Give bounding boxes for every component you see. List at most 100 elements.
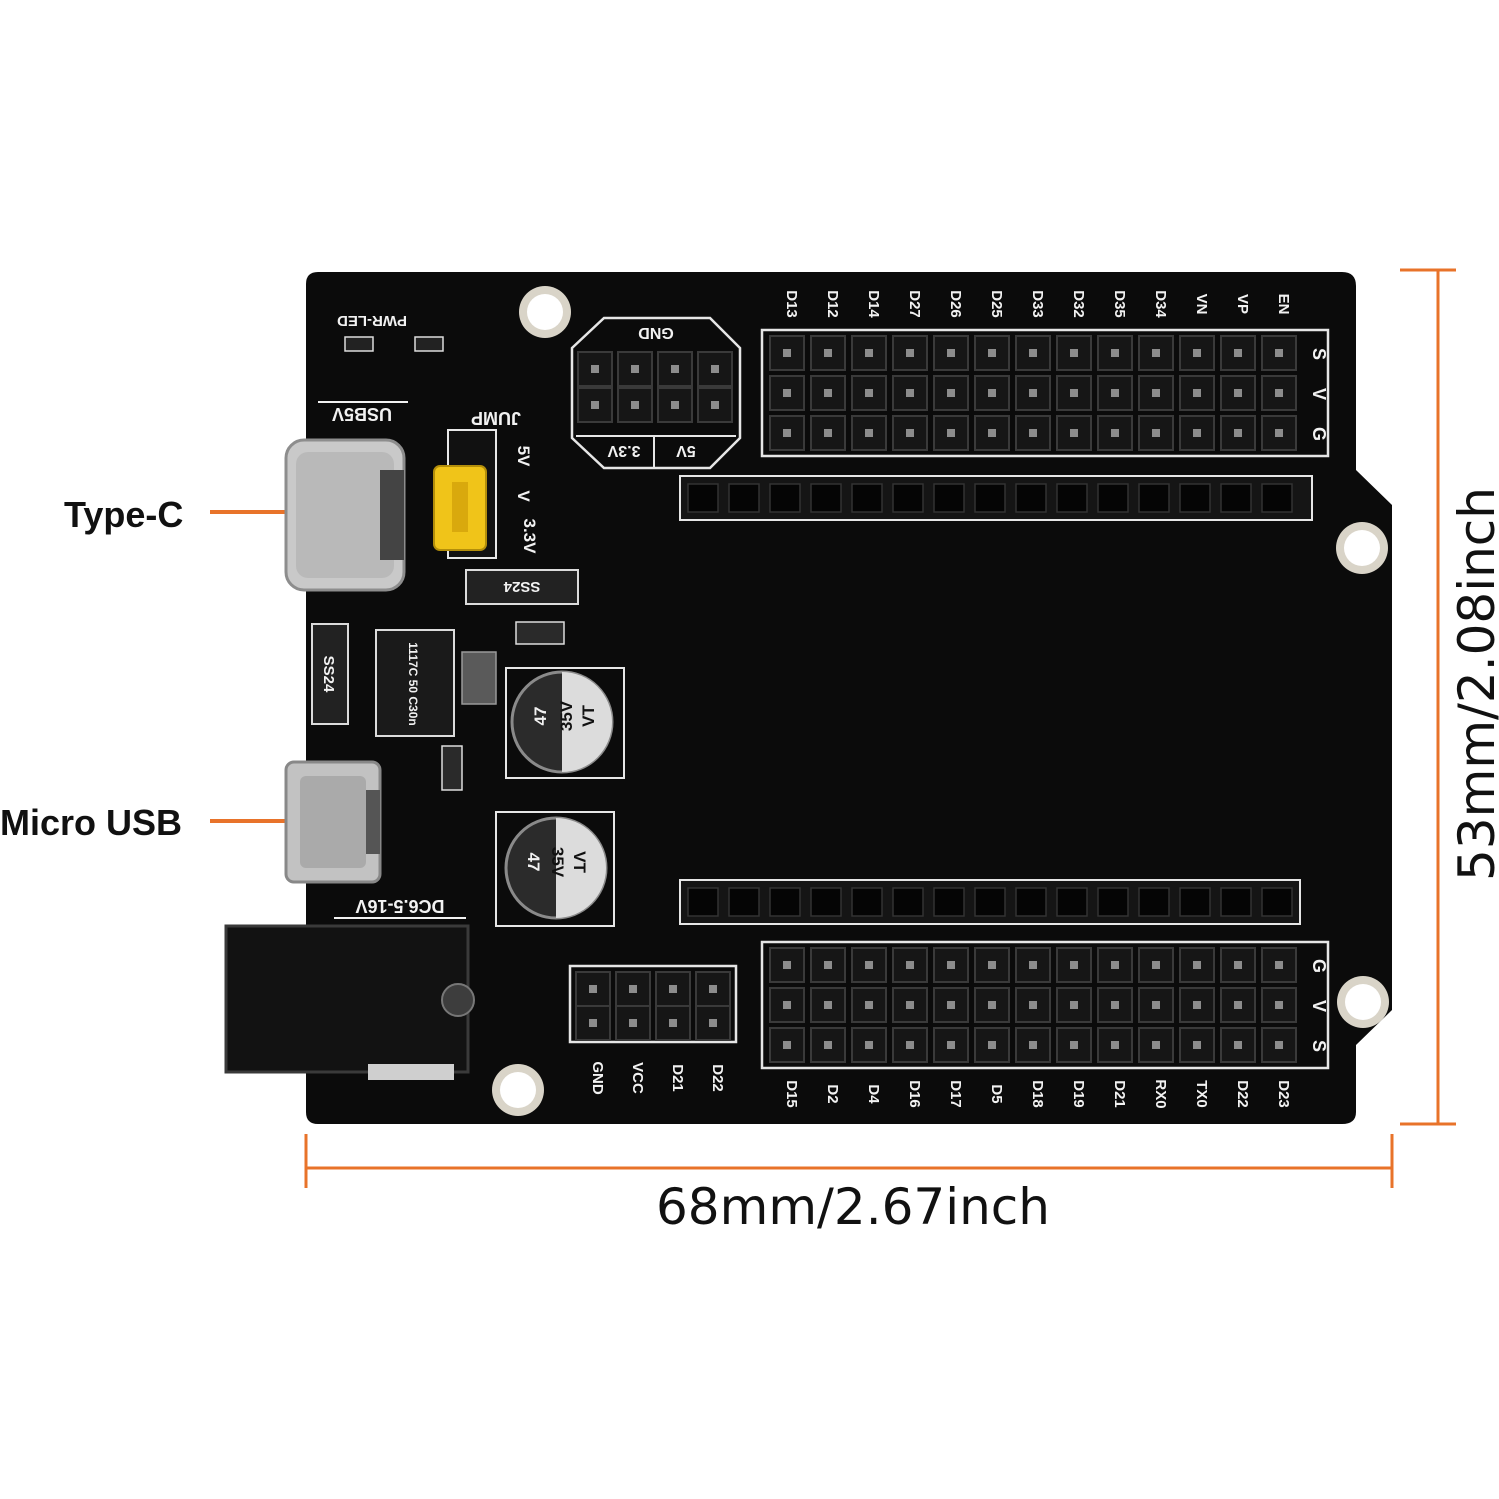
top-pin-d34-1[interactable] xyxy=(1138,375,1174,411)
top-pin-d34-0-pad xyxy=(1152,349,1160,357)
jump-5v-label: 5V xyxy=(514,446,533,467)
top-socket-hole[interactable] xyxy=(933,483,965,513)
aux-pin-vcc-0-pad xyxy=(629,985,637,993)
top-socket-hole[interactable] xyxy=(1261,483,1293,513)
bottom-pin-d18-1[interactable] xyxy=(1015,987,1051,1023)
bottom-pin-d22-2-pad xyxy=(1234,1041,1242,1049)
bottom-pin-d22-1-pad xyxy=(1234,1001,1242,1009)
top-pin-d14-2[interactable] xyxy=(851,415,887,451)
bottom-socket-hole[interactable] xyxy=(1220,887,1252,917)
bottom-pin-d19-2-pad xyxy=(1070,1041,1078,1049)
bottom-pin-d5-1-pad xyxy=(988,1001,996,1009)
top-pin-vn-0-pad xyxy=(1193,349,1201,357)
bottom-pin-d17-1-pad xyxy=(947,1001,955,1009)
diode-vertical-label: SS24 xyxy=(320,656,337,693)
bottom-pin-d21-0-pad xyxy=(1111,961,1119,969)
bottom-pin-label: D15 xyxy=(783,1080,800,1108)
bottom-pin-d18-0[interactable] xyxy=(1015,947,1051,983)
bottom-socket-hole[interactable] xyxy=(933,887,965,917)
bottom-pin-label: TX0 xyxy=(1193,1080,1210,1108)
pwr-led-label: PWR-LED xyxy=(337,312,407,329)
bottom-pin-d23-1[interactable] xyxy=(1261,987,1297,1023)
bottom-pin-d4-0[interactable] xyxy=(851,947,887,983)
width-dimension-label: 68mm/2.67inch xyxy=(656,1178,1050,1236)
bottom-socket-hole[interactable] xyxy=(810,887,842,917)
top-socket-hole[interactable] xyxy=(892,483,924,513)
bottom-socket-hole[interactable] xyxy=(1179,887,1211,917)
top-socket-hole[interactable] xyxy=(810,483,842,513)
top-socket-hole[interactable] xyxy=(1179,483,1211,513)
bottom-pin-d23-1-pad xyxy=(1275,1001,1283,1009)
bottom-pin-d16-1[interactable] xyxy=(892,987,928,1023)
bottom-pin-d16-2[interactable] xyxy=(892,1027,928,1063)
bottom-row-label: V xyxy=(1309,1000,1329,1012)
bottom-pin-d19-0[interactable] xyxy=(1056,947,1092,983)
top-pin-label: D25 xyxy=(988,290,1005,318)
bottom-socket-hole[interactable] xyxy=(1261,887,1293,917)
bottom-socket-hole[interactable] xyxy=(974,887,1006,917)
top-socket-hole[interactable] xyxy=(1056,483,1088,513)
top-pin-header-frame xyxy=(760,328,1330,458)
jump-v-label: V xyxy=(514,490,533,502)
bottom-socket-hole[interactable] xyxy=(1138,887,1170,917)
aux-pin-gnd-1-pad xyxy=(589,1019,597,1027)
top-socket-hole[interactable] xyxy=(974,483,1006,513)
aux-pin-label: D21 xyxy=(669,1064,686,1092)
cap-lower-series: VT xyxy=(570,851,589,873)
top-pin-label: D12 xyxy=(824,290,841,318)
top-socket-hole[interactable] xyxy=(851,483,883,513)
aux-pin-label: VCC xyxy=(629,1062,646,1094)
top-pin-label: D26 xyxy=(947,290,964,318)
gnd-block-pin-3-0[interactable] xyxy=(697,351,733,387)
bottom-socket-hole[interactable] xyxy=(769,887,801,917)
top-pin-d33-1[interactable] xyxy=(1015,375,1051,411)
bottom-pin-d5-0-pad xyxy=(988,961,996,969)
bottom-socket-hole[interactable] xyxy=(1015,887,1047,917)
top-pin-en-1-pad xyxy=(1275,389,1283,397)
bottom-pin-label: D5 xyxy=(988,1084,1005,1103)
microusb-callout-line xyxy=(210,819,320,823)
microusb-callout-label: Micro USB xyxy=(0,802,183,843)
bottom-socket-hole[interactable] xyxy=(1097,887,1129,917)
bottom-pin-label: D4 xyxy=(865,1084,882,1104)
top-pin-d26-2[interactable] xyxy=(933,415,969,451)
top-socket-hole[interactable] xyxy=(1097,483,1129,513)
top-socket-hole[interactable] xyxy=(1220,483,1252,513)
bottom-socket-hole[interactable] xyxy=(728,887,760,917)
bottom-pin-d19-0-pad xyxy=(1070,961,1078,969)
top-row-label: V xyxy=(1309,388,1329,400)
top-socket-hole[interactable] xyxy=(1138,483,1170,513)
bottom-pin-d21-2[interactable] xyxy=(1097,1027,1133,1063)
bottom-pin-d18-2[interactable] xyxy=(1015,1027,1051,1063)
bottom-socket-hole[interactable] xyxy=(892,887,924,917)
aux-pin-d22-0-pad xyxy=(709,985,717,993)
dc-barrel-jack[interactable] xyxy=(224,924,470,1074)
bottom-pin-d16-2-pad xyxy=(906,1041,914,1049)
bottom-pin-d16-1-pad xyxy=(906,1001,914,1009)
top-socket-hole[interactable] xyxy=(728,483,760,513)
top-socket-hole[interactable] xyxy=(1015,483,1047,513)
bottom-socket-hole[interactable] xyxy=(851,887,883,917)
aux-pin-label: GND xyxy=(589,1061,606,1095)
top-pin-label: EN xyxy=(1275,294,1292,315)
top-socket-hole[interactable] xyxy=(687,483,719,513)
top-pin-vp-1[interactable] xyxy=(1220,375,1256,411)
gnd-block-pin-1-0-pad xyxy=(631,365,639,373)
diode-horizontal-label: SS24 xyxy=(503,578,540,595)
bottom-socket-hole[interactable] xyxy=(1056,887,1088,917)
gnd-block-label: GND xyxy=(638,324,674,341)
top-socket-hole[interactable] xyxy=(769,483,801,513)
top-pin-en-0-pad xyxy=(1275,349,1283,357)
aux-pin-gnd-0-pad xyxy=(589,985,597,993)
top-pin-d33-0[interactable] xyxy=(1015,335,1051,371)
bottom-row-label: S xyxy=(1309,1040,1329,1052)
top-pin-d27-0-pad xyxy=(906,349,914,357)
gnd-block-pin-1-1-pad xyxy=(631,401,639,409)
top-pin-vn-2[interactable] xyxy=(1179,415,1215,451)
top-pin-d26-1-pad xyxy=(947,389,955,397)
bottom-pin-d21-1[interactable] xyxy=(1097,987,1133,1023)
top-pin-vn-1[interactable] xyxy=(1179,375,1215,411)
bottom-pin-label: D16 xyxy=(906,1080,923,1108)
bottom-socket-hole[interactable] xyxy=(687,887,719,917)
